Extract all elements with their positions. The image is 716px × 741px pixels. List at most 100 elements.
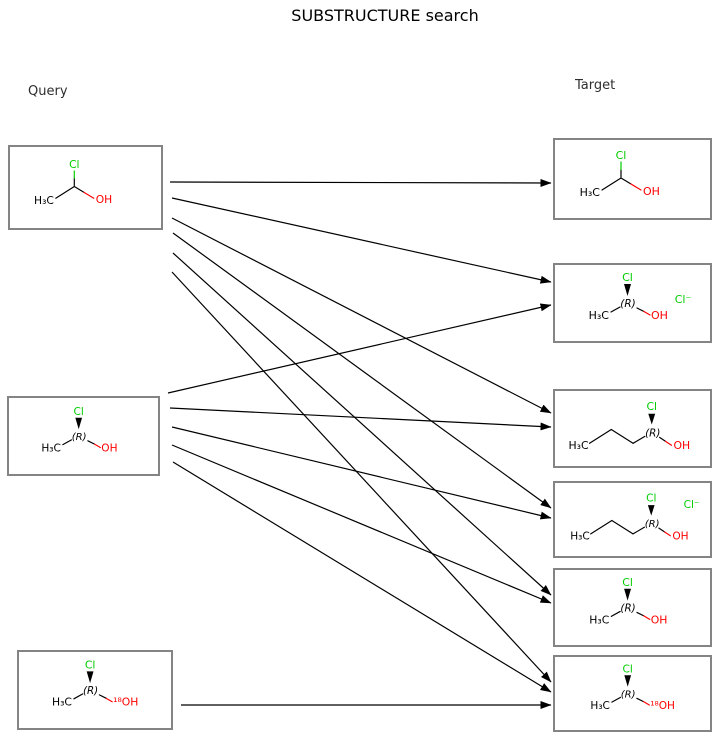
query-column-label: Query [28, 84, 68, 99]
atom-label-oh: OH [673, 439, 690, 452]
atom-label-cl: Cl [646, 492, 656, 504]
atom-label-stereo: (R) [645, 519, 660, 530]
bond [87, 440, 96, 445]
arrow-query1-target5 [172, 252, 552, 596]
atom-label-ion: Cl⁻ [684, 499, 700, 511]
arrow-query2-target4 [171, 426, 552, 520]
atom-label-oh: OH [96, 193, 112, 206]
bond [611, 519, 634, 535]
wedge-bond [624, 588, 632, 601]
atom-label-stereo: (R) [72, 432, 87, 443]
atom-label-stereo: (R) [620, 298, 636, 310]
wedge-bond [624, 284, 631, 296]
bond [643, 310, 651, 316]
arrow-query2-target2 [167, 303, 552, 394]
atom-label-cl: Cl [623, 663, 633, 675]
bond [588, 428, 612, 444]
wedge-bond [624, 675, 632, 687]
wedge-bond [648, 413, 656, 425]
atom-label-stereo: (R) [645, 427, 660, 439]
atom-label-methyl: H₃C [570, 531, 590, 543]
atom-label-oh: OH [651, 613, 668, 626]
atom-label-cl: Cl [85, 658, 96, 671]
bond [610, 428, 634, 444]
wedge-bond [86, 671, 94, 684]
arrow-query1-target1 [169, 178, 552, 187]
atom-label-cl: Cl [646, 400, 657, 413]
bond [610, 306, 621, 313]
atom-label-methyl: H₃C [52, 696, 72, 709]
atom-label-cl: Cl [622, 271, 633, 284]
bond [664, 531, 672, 537]
bond [73, 693, 84, 700]
arrow-query2-target3 [169, 407, 552, 431]
bond [664, 440, 673, 446]
atom-label-oh: OH [651, 309, 668, 322]
bond [630, 183, 642, 191]
bond [610, 610, 621, 617]
atom-label-stereo: (R) [621, 689, 636, 700]
atom-label-methyl: H₃C [589, 309, 610, 322]
atom-label-stereo: (R) [83, 685, 98, 697]
bond [658, 527, 666, 533]
atom-label-oh: OH [643, 185, 660, 198]
atom-label-methyl: H₃C [580, 186, 601, 199]
bond [73, 185, 85, 193]
arrow-query2-target5 [171, 444, 552, 604]
bond [636, 697, 645, 703]
bond [590, 519, 613, 535]
page-title: SUBSTRUCTURE search [291, 6, 479, 25]
bond [632, 526, 646, 535]
arrow-query1-target6 [171, 271, 552, 683]
bond [636, 611, 645, 617]
atom-label-methyl: H₃C [590, 700, 610, 712]
arrow-query1-target4 [172, 232, 552, 509]
bond [642, 701, 650, 706]
bond [98, 694, 107, 699]
bond [93, 443, 101, 449]
wedge-bond [75, 417, 83, 430]
bond [620, 177, 632, 185]
bond [55, 185, 75, 199]
atom-label-oh: ¹⁸OH [113, 696, 138, 709]
atom-label-cl: Cl [622, 576, 633, 589]
bond [659, 436, 667, 442]
atom-label-methyl: H₃C [34, 194, 54, 207]
bond [632, 435, 646, 444]
wedge-bond [647, 505, 655, 516]
bond [643, 615, 651, 620]
arrow-query1-target2 [171, 197, 552, 284]
arrow-query1-target3 [171, 217, 552, 414]
bond [105, 697, 113, 703]
atom-label-oh: OH [101, 442, 117, 454]
atom-label-methyl: H₃C [41, 442, 61, 454]
bond [601, 177, 622, 191]
atom-label-oh: ¹⁸OH [650, 700, 675, 712]
atom-label-stereo: (R) [620, 602, 635, 614]
atom-label-oh: OH [672, 531, 688, 543]
bond [636, 307, 645, 313]
arrow-query2-target6 [172, 461, 552, 693]
bond [62, 439, 73, 446]
atom-label-methyl: H₃C [569, 439, 589, 452]
atom-label-ion: Cl⁻ [675, 293, 692, 306]
bond [83, 191, 95, 199]
